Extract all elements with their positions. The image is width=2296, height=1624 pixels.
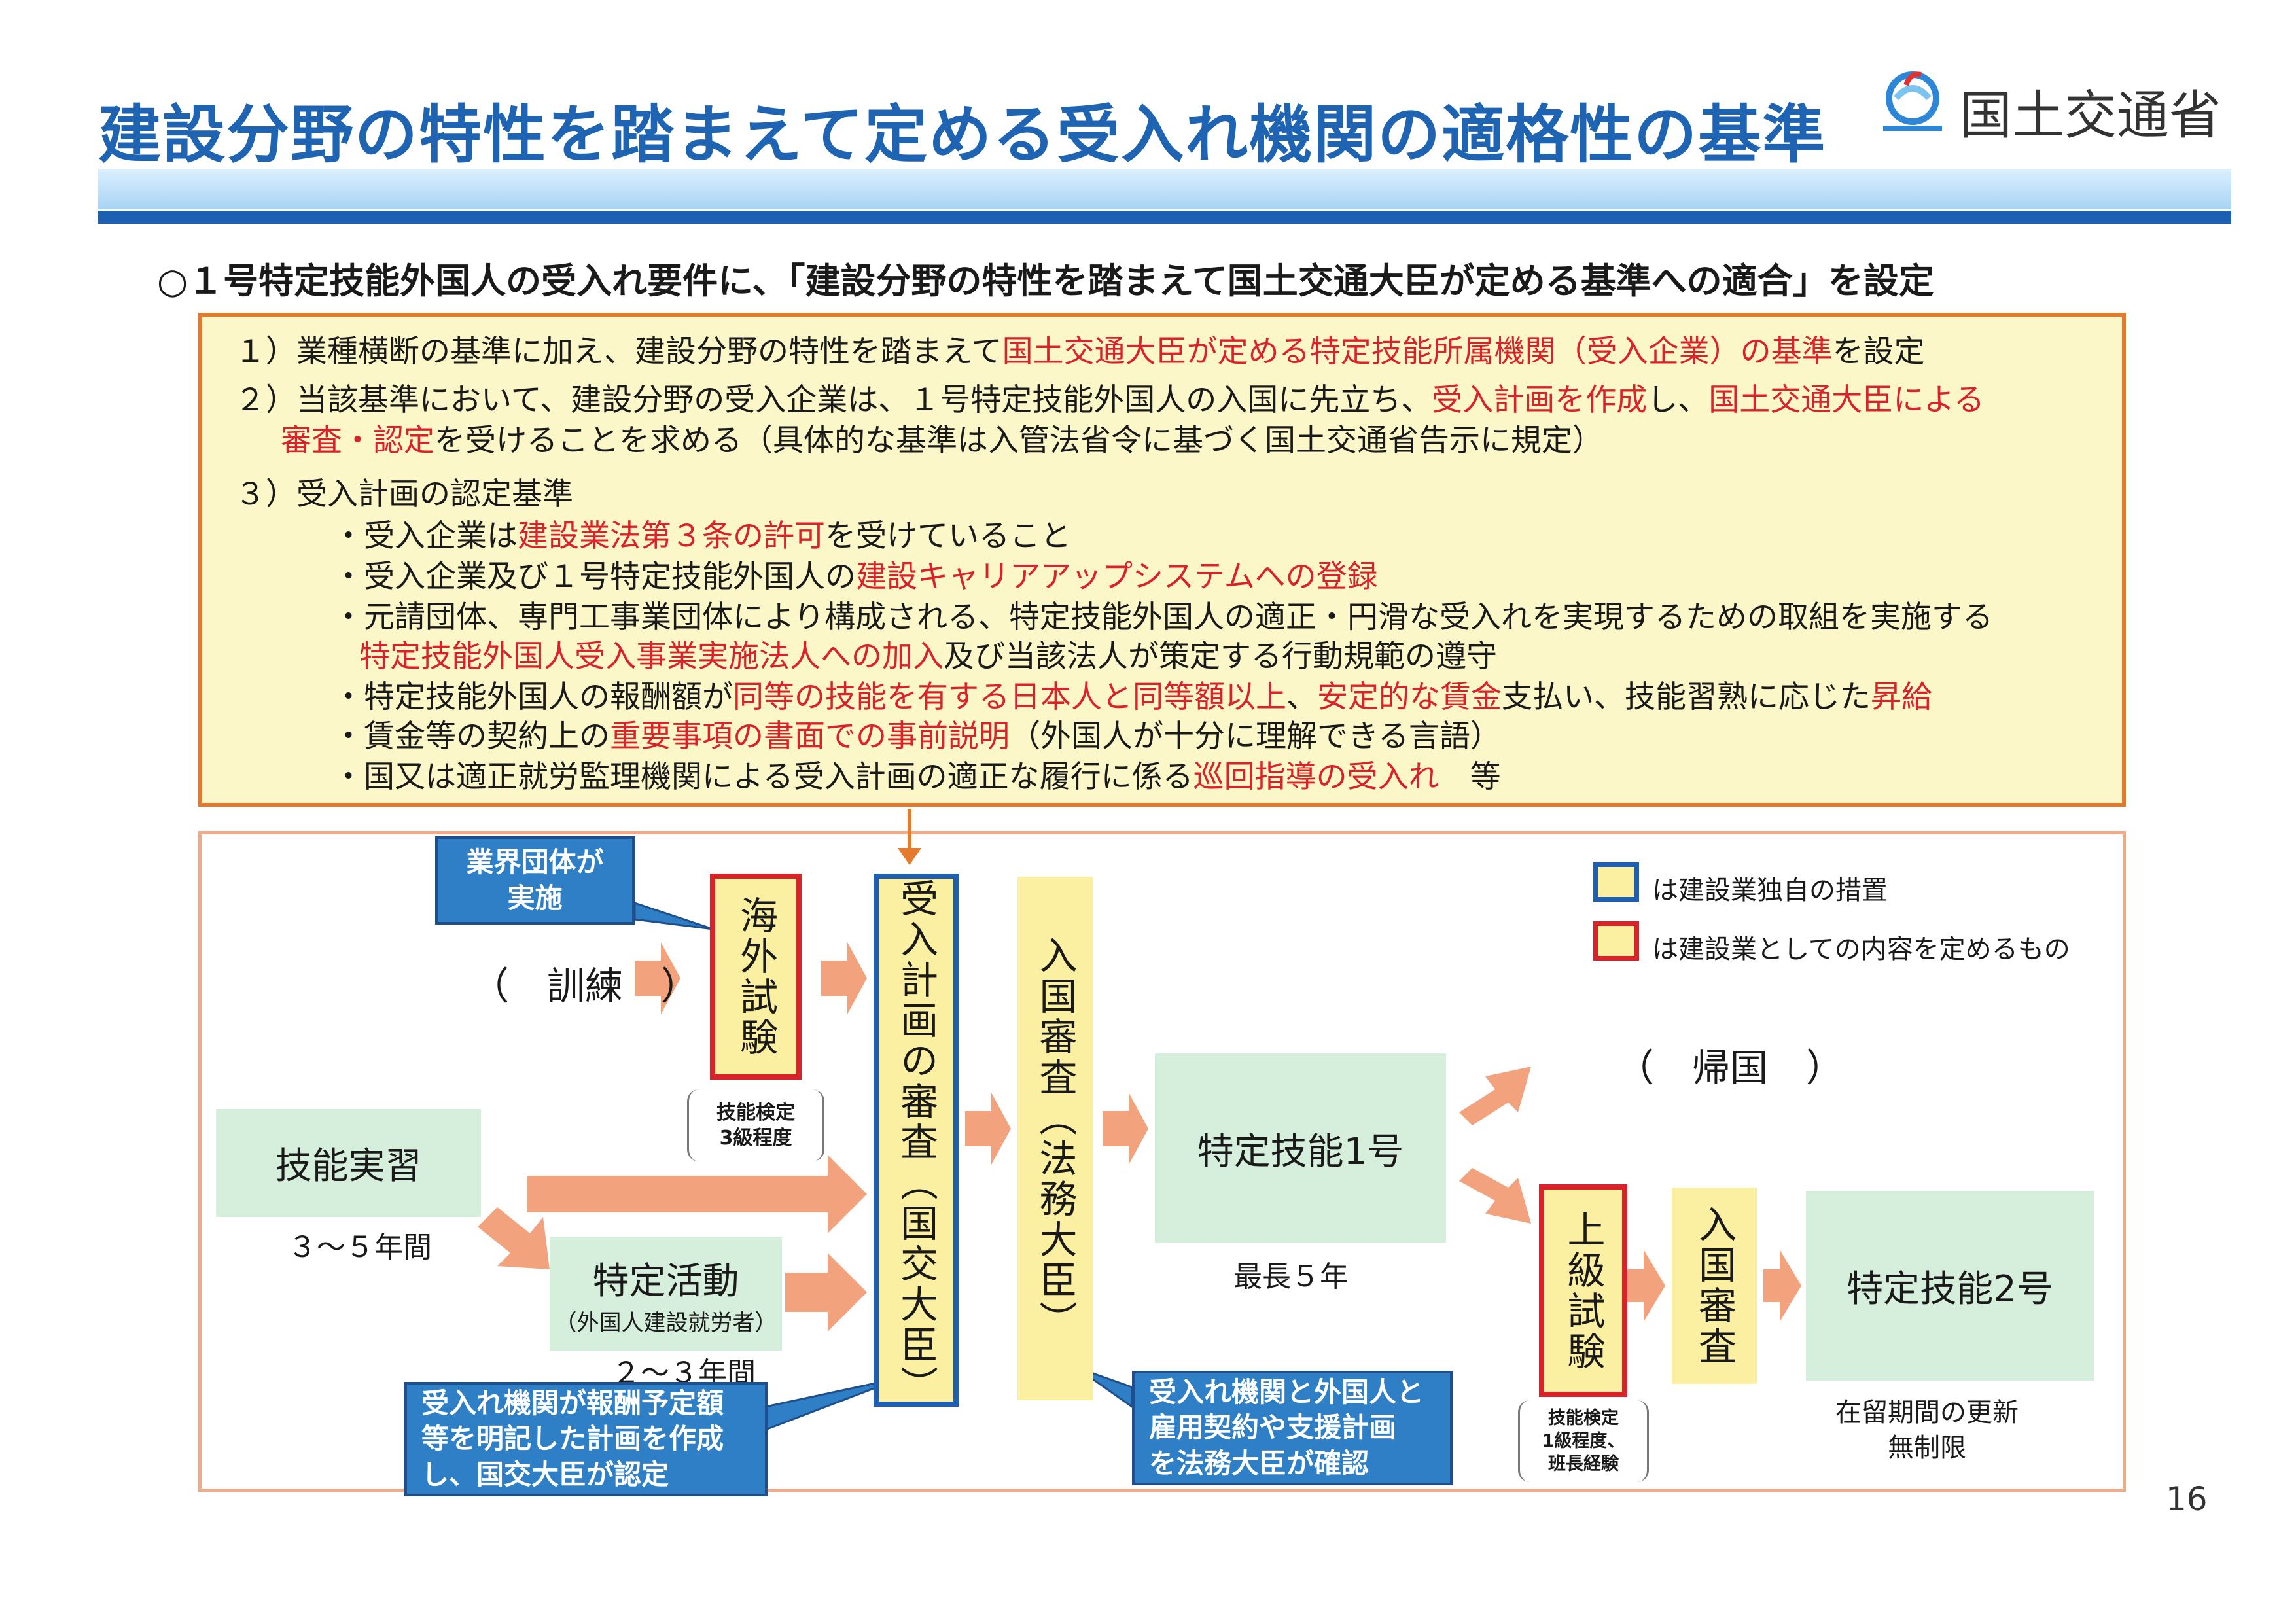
arrow-intern-to-activity [478,1207,550,1269]
arrow-training [635,942,680,1014]
page-number: 16 [2166,1480,2208,1518]
legend-swatch-blue [1593,862,1639,902]
req-bullet-1: ・受入企業は建設業法第３条の許可を受けていること [333,518,1071,554]
callout-industry-body: 業界団体が 実施 [435,836,635,925]
header-rule [98,211,2231,224]
logo-text: 国土交通省 [1960,85,2221,146]
legend-blue-text: は建設業独自の措置 [1652,875,1888,906]
ssw2-note: 在留期間の更新 無制限 [1835,1398,2019,1463]
req-item-2: ２）当該基準において、建設分野の受入企業は、１号特定技能外国人の入国に先立ち、受… [235,382,1985,418]
callout-mlit-certification: 受入れ機関が報酬予定額 等を明記した計画を作成 し、国交大臣が認定 [404,1382,768,1496]
callout-moj-confirmation: 受入れ機関と外国人と 雇用契約や支援計画 を法務大臣が確認 [1132,1371,1453,1485]
arrow-plan-to-immigration [965,1093,1011,1165]
arrow-immigration-to-ssw1 [1103,1093,1148,1165]
specific-activity-box: 特定活動 （外国人建設就労者） [550,1237,782,1351]
legend-red-text: は建設業としての内容を定めるもの [1652,934,2070,964]
arrow-activity-to-plan [785,1253,867,1332]
training-label: （ 訓練 ） [471,964,699,1008]
req-item-1: １）業種横断の基準に加え、建設分野の特性を踏まえて国土交通大臣が定める特定技能所… [235,334,1925,370]
arrow-intern-to-plan [527,1155,867,1233]
page-title: 建設分野の特性を踏まえて定める受入れ機関の適格性の基準 [98,98,1827,171]
advanced-exam-box: 上級試験 [1539,1184,1627,1397]
req-bullet-3: ・元請団体、専門工事業団体により構成される、特定技能外国人の適正・円滑な受入れを… [333,599,1994,635]
arrow-advanced-to-immigration2 [1627,1250,1665,1322]
skill-test-1-note: 技能検定 1級程度、 班長経験 [1518,1400,1649,1482]
ssw1-box: 特定技能1号 [1155,1053,1446,1243]
ssw2-box: 特定技能2号 [1806,1191,2094,1381]
req-bullet-4: ・特定技能外国人の報酬額が同等の技能を有する日本人と同等額以上、安定的な賃金支払… [333,679,1932,715]
req-bullet-6: ・国又は適正就労監理機関による受入計画の適正な履行に係る巡回指導の受入れ 等 [333,759,1501,795]
req-bullet-5: ・賃金等の契約上の重要事項の書面での事前説明（外国人が十分に理解できる言語） [333,718,1502,754]
immigration-review-box: 入国審査（法務大臣） [1017,877,1093,1400]
technical-intern-box: 技能実習 [216,1109,481,1217]
ssw1-max-period: 最長５年 [1233,1260,1349,1294]
arrow-ssw1-to-return [1459,1067,1531,1125]
overseas-exam-box: 海外試験 [710,874,802,1080]
legend-swatch-red [1593,921,1639,961]
req-bullet-2: ・受入企業及び１号特定技能外国人の建設キャリアアップシステムへの登録 [333,559,1378,595]
plan-review-box: 受入計画の審査（国交大臣） [874,874,959,1407]
connector-arrowhead [898,848,921,865]
req-item-3-title: ３）受入計画の認定基準 [235,476,573,512]
technical-intern-period: ３～５年間 [288,1231,432,1264]
header-band [98,169,2231,209]
arrow-exam-to-plan [821,942,867,1014]
headline: ○１号特定技能外国人の受入れ要件に、「建設分野の特性を踏まえて国土交通大臣が定め… [157,260,1934,302]
req-bullet-3-cont: 特定技能外国人受入事業実施法人への加入及び当該法人が策定する行動規範の遵守 [359,639,1497,675]
return-home-label: （ 帰国 ） [1616,1046,1845,1090]
skill-test-3-note: 技能検定 3級程度 [687,1089,824,1161]
arrow-immigration2-to-ssw2 [1763,1250,1801,1322]
requirements-box: １）業種横断の基準に加え、建設分野の特性を踏まえて国土交通大臣が定める特定技能所… [198,313,2126,807]
mlit-logo-icon [1870,65,1955,137]
arrow-ssw1-to-advanced [1459,1168,1531,1224]
callout-pointer-industry [633,901,714,930]
specific-activity-sub: （外国人建設就労者） [554,1309,777,1336]
immigration-review-2-box: 入国審査 [1672,1188,1757,1384]
specific-activity-title: 特定活動 [592,1260,739,1303]
req-item-2-cont: 審査・認定を受けることを求める（具体的な基準は入管法省令に基づく国土交通省告示に… [281,423,1603,459]
